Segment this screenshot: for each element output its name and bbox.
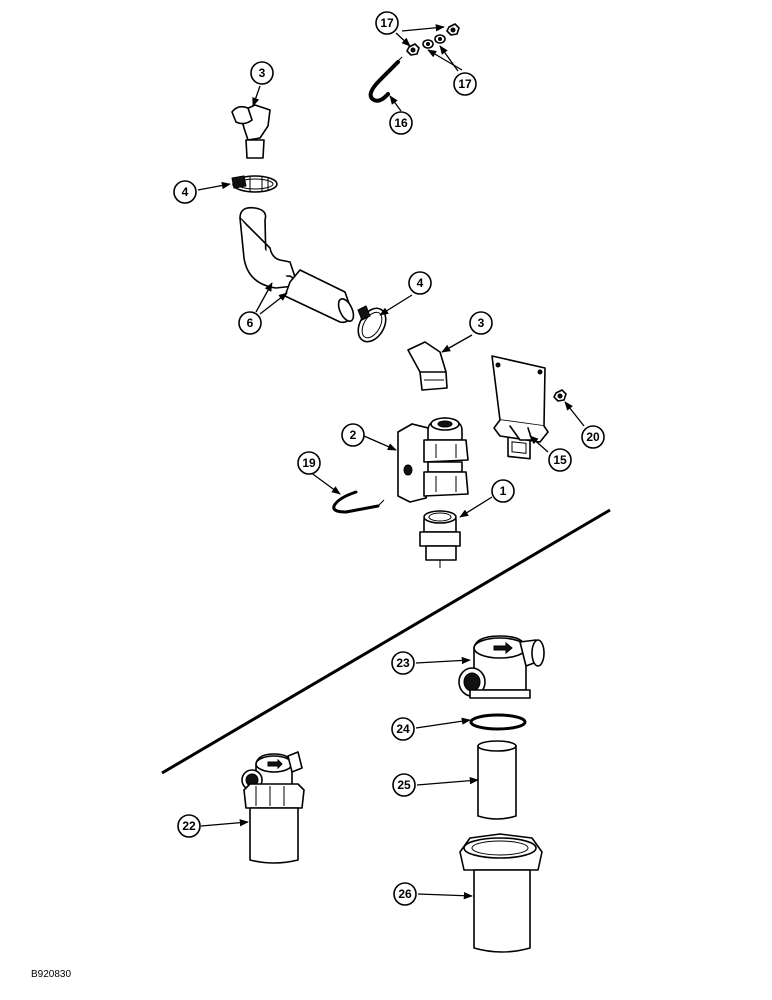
callout-2: 2 xyxy=(341,423,365,447)
part-3-elbow-upper xyxy=(231,104,271,159)
part-2-ball-valve xyxy=(397,417,469,503)
svg-text:3: 3 xyxy=(259,66,266,80)
svg-text:3: 3 xyxy=(478,316,485,330)
part-19-clip xyxy=(332,490,385,514)
callout-20: 20 xyxy=(581,425,605,449)
callout-16: 16 xyxy=(389,111,413,135)
svg-text:26: 26 xyxy=(398,887,412,901)
svg-text:25: 25 xyxy=(397,778,411,792)
callout-22: 22 xyxy=(177,814,201,838)
callout-18: 17 xyxy=(375,11,399,35)
part-6-hose xyxy=(239,206,355,324)
part-22-strainer-assembly xyxy=(241,751,305,864)
svg-text:1: 1 xyxy=(500,484,507,498)
svg-text:23: 23 xyxy=(396,656,410,670)
part-1-nipple xyxy=(419,510,461,568)
part-25-screen xyxy=(477,740,517,820)
svg-text:4: 4 xyxy=(417,276,424,290)
callout-4-upper: 4 xyxy=(173,180,197,204)
svg-text:6: 6 xyxy=(247,316,254,330)
svg-text:20: 20 xyxy=(586,430,600,444)
part-26-bowl xyxy=(459,833,543,953)
callout-26: 26 xyxy=(393,882,417,906)
part-24-o-ring xyxy=(469,713,527,731)
part-20-nut xyxy=(553,389,567,402)
figure-code: B920830 xyxy=(31,969,71,980)
callout-23: 23 xyxy=(391,651,415,675)
part-3-elbow-lower xyxy=(407,341,448,391)
svg-text:15: 15 xyxy=(553,453,567,467)
svg-text:16: 16 xyxy=(394,116,408,130)
part-4-clamp-upper xyxy=(231,175,278,193)
callout-4-lower: 4 xyxy=(408,271,432,295)
svg-text:4: 4 xyxy=(182,185,189,199)
callout-3-lower: 3 xyxy=(469,311,493,335)
svg-text:22: 22 xyxy=(182,819,196,833)
leader-lines xyxy=(197,24,585,900)
callout-17: 17 xyxy=(453,72,477,96)
callout-1: 1 xyxy=(491,479,515,503)
callout-3-upper: 3 xyxy=(250,61,274,85)
part-4-clamp-lower xyxy=(357,305,387,343)
svg-text:2: 2 xyxy=(350,428,357,442)
part-18-17-nuts-washers xyxy=(406,23,460,56)
callout-25: 25 xyxy=(392,773,416,797)
svg-text:17: 17 xyxy=(380,16,394,30)
callout-15: 15 xyxy=(548,448,572,472)
svg-text:17: 17 xyxy=(458,77,472,91)
part-16-j-bolt xyxy=(368,56,403,103)
callout-6: 6 xyxy=(238,311,262,335)
callout-19: 19 xyxy=(297,451,321,475)
svg-text:19: 19 xyxy=(302,456,316,470)
section-divider xyxy=(161,508,611,775)
callout-24: 24 xyxy=(391,717,415,741)
part-23-strainer-head xyxy=(458,635,545,699)
svg-text:24: 24 xyxy=(396,722,410,736)
part-15-bracket xyxy=(491,355,549,460)
